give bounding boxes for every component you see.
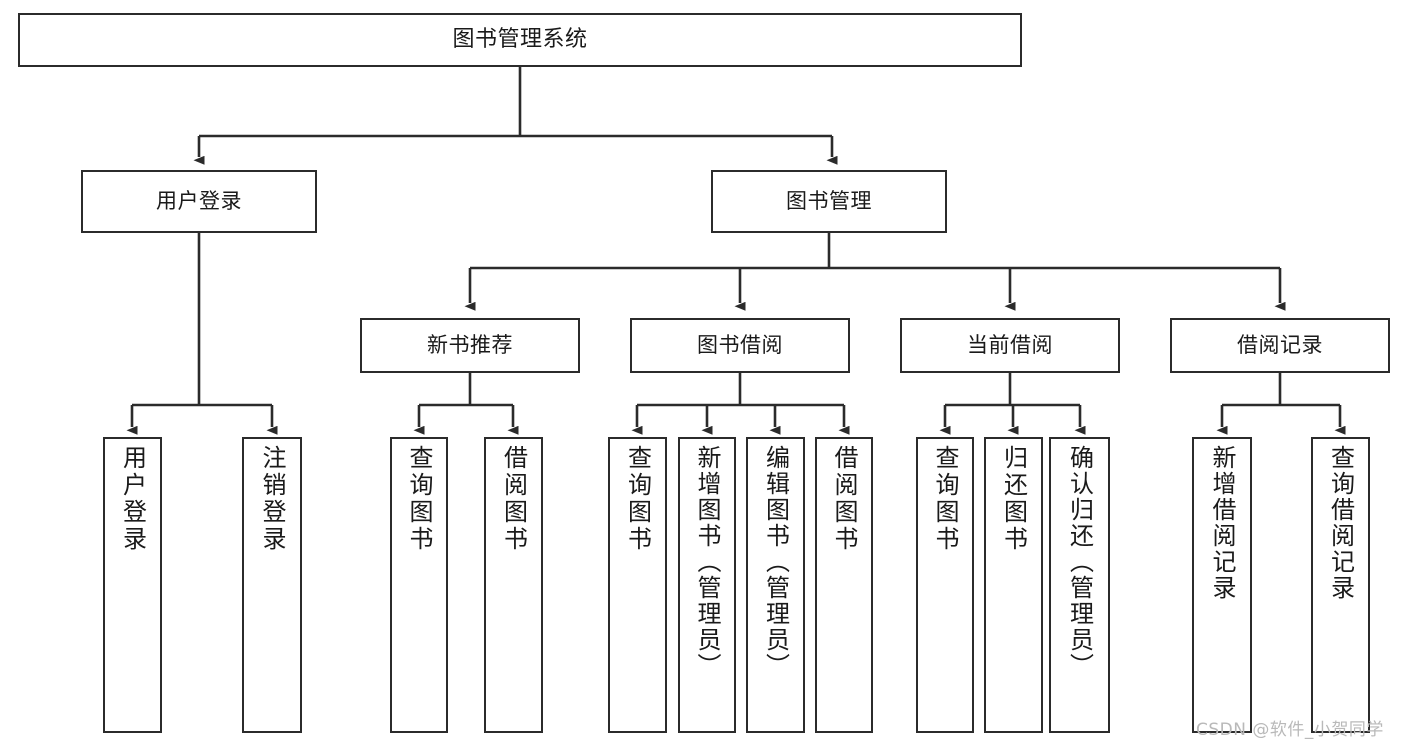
node-book-borrow[interactable]: 图书借阅 [630,318,850,373]
node-leaf-logout[interactable]: 注销登录 [242,437,302,733]
node-label: 归还图书 [999,445,1028,553]
node-label: 编辑图书（管理员） [761,445,790,679]
node-label: 注销登录 [258,445,286,553]
node-label: 确认归还（管理员） [1065,445,1094,679]
node-leaf-query-borrow-record[interactable]: 查询借阅记录 [1311,437,1370,733]
node-leaf-return-book[interactable]: 归还图书 [984,437,1043,733]
node-new-book-recommend[interactable]: 新书推荐 [360,318,580,373]
watermark: CSDN @软件_小贺同学 [1196,720,1384,740]
node-label: 借阅图书 [499,445,528,553]
node-leaf-query-book-recommend[interactable]: 查询图书 [390,437,448,733]
node-label: 借阅图书 [830,445,858,553]
node-user-login[interactable]: 用户登录 [81,170,317,233]
node-label: 用户登录 [156,188,242,213]
node-label: 图书管理系统 [452,26,588,52]
node-leaf-user-login[interactable]: 用户登录 [103,437,162,733]
node-leaf-add-book-admin[interactable]: 新增图书（管理员） [678,437,736,733]
node-label: 新书推荐 [427,332,513,357]
node-label: 查询图书 [405,445,433,553]
node-label: 查询借阅记录 [1326,445,1355,601]
node-root-library-system[interactable]: 图书管理系统 [18,13,1022,67]
node-borrow-record[interactable]: 借阅记录 [1170,318,1390,373]
node-leaf-borrow-book-recommend[interactable]: 借阅图书 [484,437,543,733]
node-label: 新增图书（管理员） [693,445,721,679]
node-label: 查询图书 [623,445,652,553]
node-leaf-borrow-book[interactable]: 借阅图书 [815,437,873,733]
node-leaf-query-book-borrow[interactable]: 查询图书 [608,437,667,733]
node-label: 当前借阅 [967,332,1053,357]
node-label: 图书管理 [786,188,872,213]
node-label: 图书借阅 [697,332,783,357]
node-book-management[interactable]: 图书管理 [711,170,947,233]
node-current-borrow[interactable]: 当前借阅 [900,318,1120,373]
node-label: 用户登录 [118,445,147,553]
node-label: 借阅记录 [1237,332,1323,357]
node-label: 查询图书 [931,445,959,553]
node-leaf-add-borrow-record[interactable]: 新增借阅记录 [1192,437,1252,733]
node-leaf-query-book-current[interactable]: 查询图书 [916,437,974,733]
node-leaf-confirm-return-admin[interactable]: 确认归还（管理员） [1049,437,1110,733]
node-leaf-edit-book-admin[interactable]: 编辑图书（管理员） [746,437,805,733]
node-label: 新增借阅记录 [1208,445,1236,601]
